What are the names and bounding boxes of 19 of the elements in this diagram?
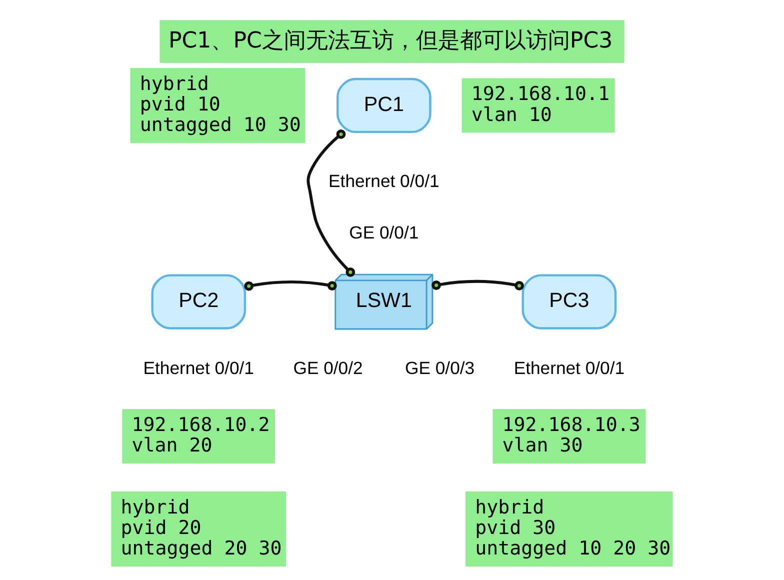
label: Ethernet 0/0/1	[514, 358, 625, 378]
node-box: hybrid pvid 10 untagged 10 30	[130, 68, 306, 143]
node-box: 192.168.10.3 vlan 30	[492, 409, 646, 464]
node-box: PC3	[522, 274, 617, 330]
diagram-title: PC1、PC之间无法互访，但是都可以访问PC3	[168, 28, 613, 54]
label: GE 0/0/2	[293, 358, 363, 378]
connector	[306, 130, 356, 277]
label: GE 0/0/3	[405, 358, 475, 378]
node-box: 192.168.10.2 vlan 20	[122, 409, 276, 464]
node-box: PC2	[151, 274, 246, 330]
node-box: 192.168.10.1 vlan 10	[462, 78, 615, 133]
node-box: hybrid pvid 30 untagged 10 20 30	[466, 491, 673, 566]
node-box: PC1	[336, 78, 432, 134]
connector	[244, 280, 337, 291]
label: GE 0/0/1	[349, 222, 419, 243]
node-box: hybrid pvid 20 untagged 20 30	[111, 491, 286, 566]
label: Ethernet 0/0/1	[328, 171, 440, 192]
connector	[432, 280, 524, 290]
label: Ethernet 0/0/1	[143, 358, 254, 378]
